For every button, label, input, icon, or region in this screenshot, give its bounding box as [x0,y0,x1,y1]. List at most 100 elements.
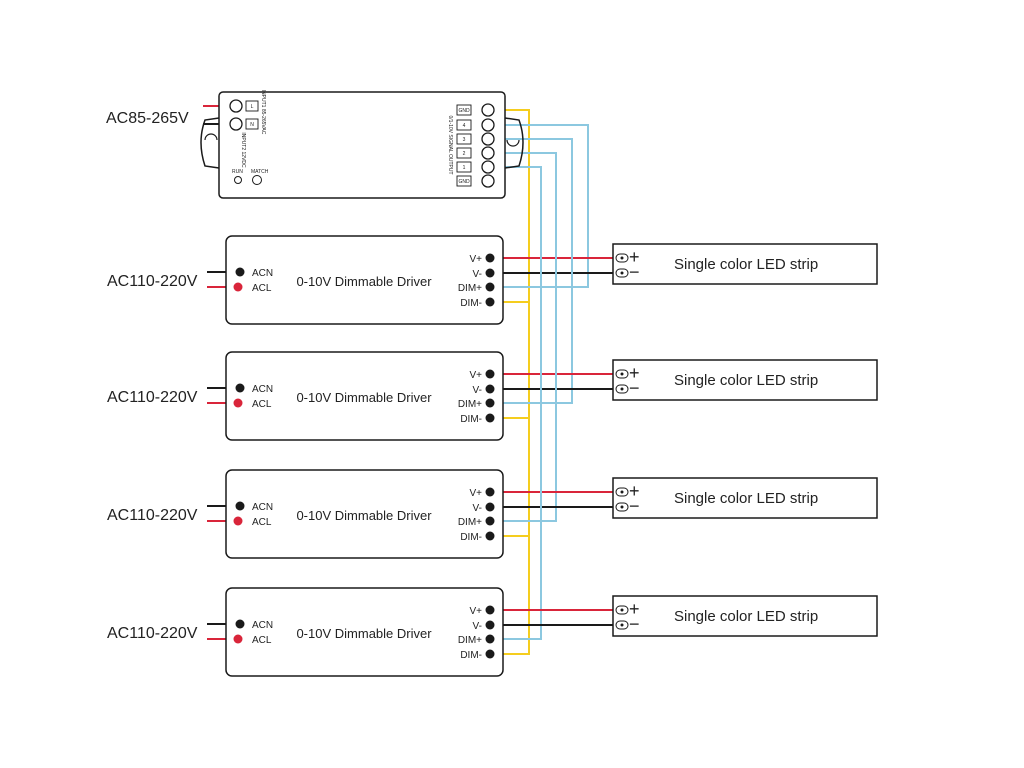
acl-terminal [233,282,243,292]
v-minus-label: V- [473,503,482,514]
driver-1: AC110-220V ACN ACL 0-10V Dimmable Driver V+ V… [107,235,504,325]
controller-terminal-n-box [245,118,259,130]
led-strip-4: +− Single color LED strip [612,595,878,637]
dim-minus-label: DIM- [460,414,482,425]
strip-body [612,595,878,637]
driver-supply-label: AC110-220V [107,389,198,406]
controller-output-screw-ch1 [481,160,495,174]
right-mount-ear [504,117,524,169]
strip-label: Single color LED strip [674,256,818,273]
dimming-controller: AC85-265V L N INPUT1 85-265VAC INPUT2 12… [106,90,524,199]
acn-terminal [235,267,245,277]
acl-label: ACL [252,283,272,294]
controller-output-ch3-box [456,133,472,145]
driver-title: 0-10V Dimmable Driver [296,274,432,289]
acl-terminal [233,634,243,644]
strip-plus-sign: + [629,363,640,383]
v-minus-label: V- [473,621,482,632]
v-plus-label: V+ [469,606,482,617]
controller-output-ch2-box [456,147,472,159]
v-minus-terminal [485,620,495,630]
dim-plus-terminal [485,634,495,644]
run-indicator-led [234,176,242,184]
controller-terminal-l: L [251,104,254,110]
strip-label: Single color LED strip [674,608,818,625]
acn-label: ACN [252,384,273,395]
v-plus-terminal [485,253,495,263]
v-minus-terminal [485,268,495,278]
strip-minus-pin [620,387,624,391]
strip-minus-sign: − [629,378,640,398]
controller-supply-label: AC85-265V [106,110,189,127]
strip-label: Single color LED strip [674,490,818,507]
strip-plus-sign: + [629,481,640,501]
left-mount-ear [200,117,220,169]
strip-plus-pin [620,372,624,376]
strip-plus-sign: + [629,599,640,619]
dim-plus-terminal [485,398,495,408]
dim-plus-terminal [485,516,495,526]
driver-body [225,351,504,441]
dim-plus-wire-2 [488,138,573,404]
controller-body [218,91,506,199]
driver-supply-label: AC110-220V [107,507,198,524]
acl-label: ACL [252,399,272,410]
strip-minus-sign: − [629,496,640,516]
strip-plus-pin [620,608,624,612]
led-strip-2: +−Single color LED strip [612,359,878,401]
led-strip-1: +−Single color LED strip [612,243,878,285]
driver-supply-label: AC110-220V [107,625,198,642]
dim-plus-terminal [485,282,495,292]
controller-output-screw-gnd-top [481,103,495,117]
strip-minus-sign: − [629,614,640,634]
driver-supply-label: AC110-220V [107,273,198,290]
acn-label: ACN [252,620,273,631]
controller-output-gnd-top: GND [458,108,470,114]
driver-body [225,235,504,325]
dim-minus-terminal [485,649,495,659]
strip-minus-sign: − [629,262,640,282]
controller-output-gnd-bottom-box [456,175,472,187]
strip-minus-pin [620,623,624,627]
dim-minus-terminal [485,413,495,423]
v-plus-terminal [485,605,495,615]
dim-plus-label: DIM+ [458,283,482,294]
controller-output-ch3: 3 [463,137,466,143]
controller-terminal-n: N [250,122,254,128]
acn-label: ACN [252,268,273,279]
controller-input-screw-n [229,117,243,131]
controller-output-screw-ch2 [481,146,495,160]
dim-minus-terminal [485,531,495,541]
v-plus-label: V+ [469,254,482,265]
dim-plus-label: DIM+ [458,635,482,646]
controller-output-ch4: 4 [463,123,466,129]
dim-minus-label: DIM- [460,650,482,661]
strip-minus-pin [620,505,624,509]
controller-output-screw-gnd-bottom [481,174,495,188]
acn-terminal [235,501,245,511]
acn-terminal [235,383,245,393]
dim-plus-label: DIM+ [458,517,482,528]
controller-match-label: MATCH [251,169,269,175]
v-minus-terminal [485,502,495,512]
v-minus-label: V- [473,385,482,396]
strip-minus-pin [620,271,624,275]
v-plus-label: V+ [469,370,482,381]
dim-minus-label: DIM- [460,298,482,309]
driver-title: 0-10V Dimmable Driver [296,508,432,523]
controller-output-ch1: 1 [463,165,466,171]
driver-title: 0-10V Dimmable Driver [296,626,432,641]
v-minus-label: V- [473,269,482,280]
dim-plus-wire-3 [488,152,557,522]
controller-input-screw-l [229,99,243,113]
controller-output-caption: 0/1-10V SIGNAL OUTPUT [447,116,453,175]
acn-terminal [235,619,245,629]
dim-plus-label: DIM+ [458,399,482,410]
controller-output-screw-ch4 [481,118,495,132]
v-plus-terminal [485,487,495,497]
match-button[interactable] [252,175,262,185]
